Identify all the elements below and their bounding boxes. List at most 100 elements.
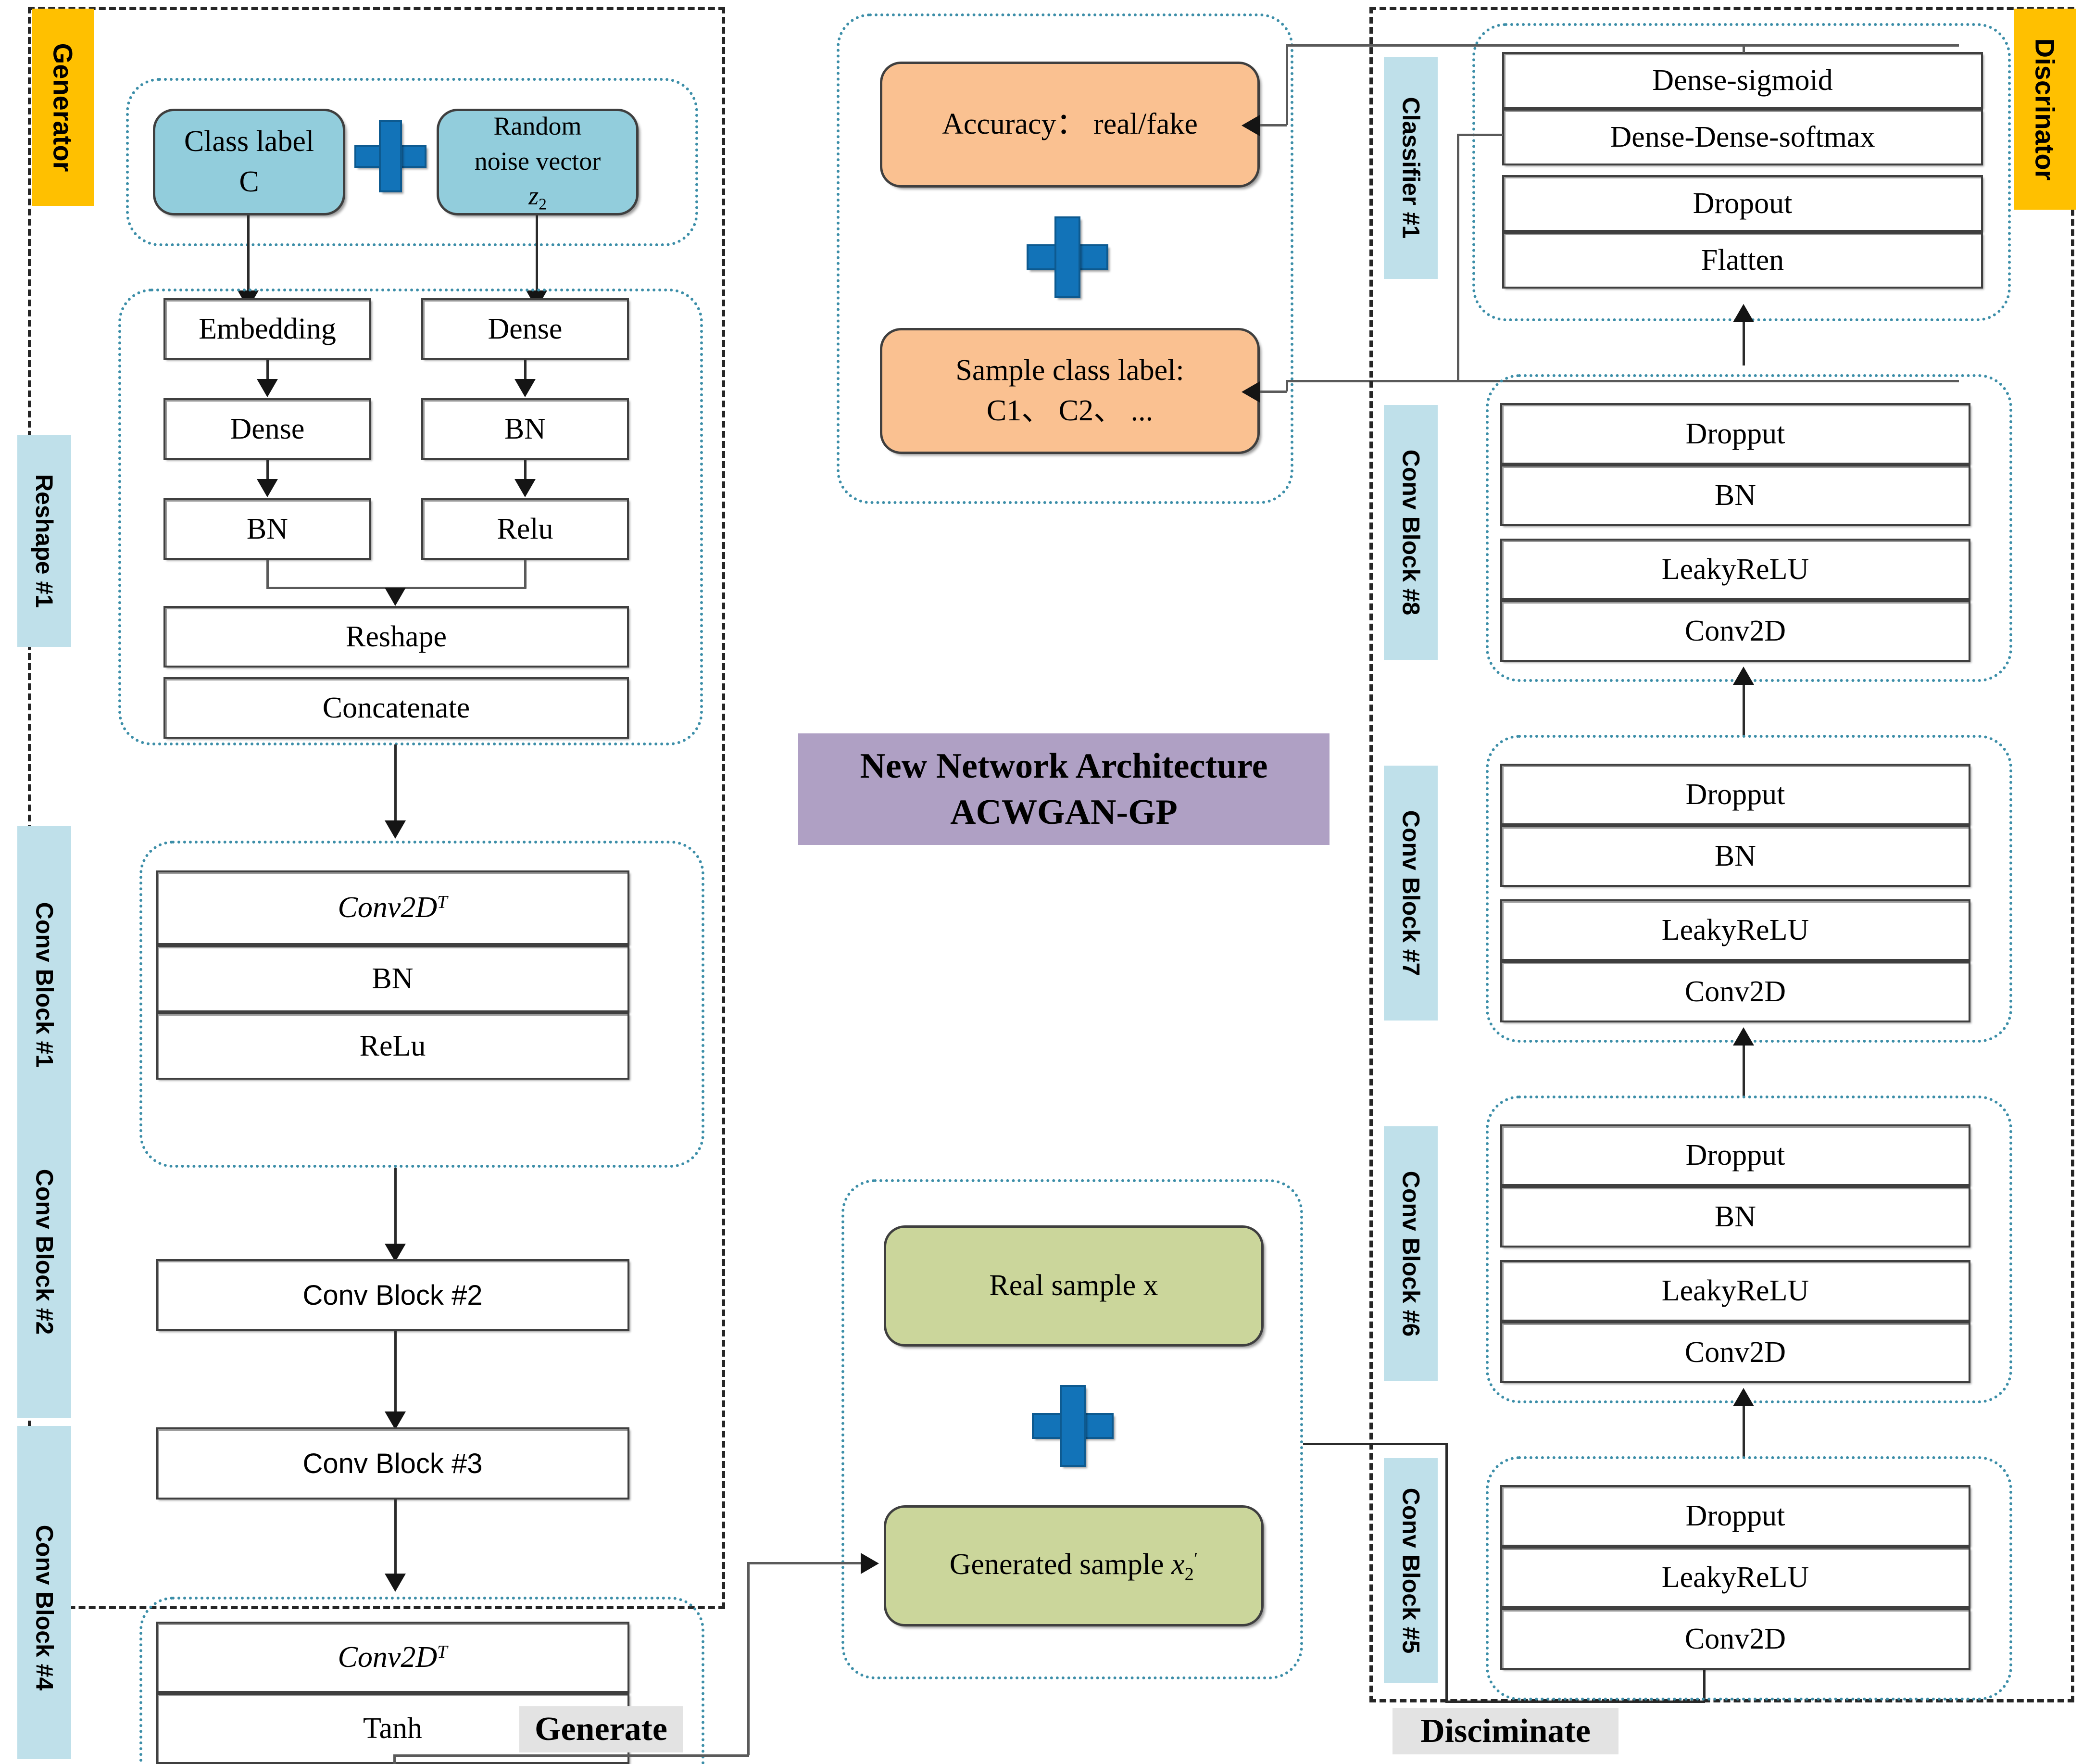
generator-boundary [28, 7, 725, 1609]
classifier-tag: Classifier #1 [1384, 57, 1438, 279]
output-group [837, 13, 1293, 504]
layer-bn-cb1: BN [156, 945, 629, 1012]
layer-relu-right: Relu [421, 498, 629, 560]
conv-block-7-tag-label: Conv Block #7 [1397, 810, 1424, 976]
generated-sample-node: Generated sample x2′ [884, 1505, 1264, 1626]
layer-conv-block-3: Conv Block #3 [156, 1427, 629, 1499]
sample-group [841, 1179, 1303, 1679]
connector-samples-to-disc-h [1303, 1443, 1447, 1445]
sample-plus-icon [1032, 1385, 1114, 1467]
arrow-into-accuracy [1242, 115, 1260, 136]
conv-block-2-tag-label: Conv Block #2 [31, 1169, 58, 1335]
connector-softmax-tap-h [1457, 134, 1503, 136]
connector-cb2-to-cb3 [394, 1331, 397, 1418]
conv-block-4-tag-label: Conv Block #4 [31, 1525, 58, 1691]
connector-softmax-down-v [1286, 380, 1288, 391]
connector-softmax-tap-v [1457, 134, 1459, 380]
layer-dropout-classifier: Dropout [1502, 175, 1983, 232]
connector-noise-to-dense [536, 215, 538, 296]
layer-bn-cb7: BN [1500, 825, 1970, 887]
arrow-dense-bn-right [514, 379, 536, 397]
layer-dense-right: Dense [421, 298, 629, 360]
noise-line1: Random [493, 111, 582, 140]
layer-dense-left: Dense [163, 398, 371, 460]
connector-dense-bn-left [266, 460, 269, 483]
arrow-dense-bn-left [257, 479, 278, 497]
arrow-cb1-to-cb2 [385, 1244, 406, 1262]
layer-conv2dt-cb4: Conv2DT [156, 1622, 629, 1693]
conv-block-5-tag: Conv Block #5 [1384, 1458, 1438, 1683]
sample-class-label-node: Sample class label: C1、 C2、 ... [880, 328, 1260, 454]
connector-cb1-to-cb2 [394, 1168, 397, 1249]
layer-bn-right: BN [421, 398, 629, 460]
connector-bn-relu-right [524, 460, 527, 483]
conv-block-6-tag: Conv Block #6 [1384, 1126, 1438, 1381]
conv-block-8-tag-label: Conv Block #8 [1397, 449, 1424, 616]
connector-cb3-to-cb4 [394, 1499, 397, 1580]
connector-sigmoid-top-h [1286, 44, 1959, 47]
connector-tanh-out-v [393, 1754, 396, 1764]
layer-relu-cb1: ReLu [156, 1012, 629, 1080]
layer-flatten: Flatten [1502, 232, 1983, 289]
layer-leakyrelu-cb7: LeakyReLU [1500, 899, 1970, 961]
class-label-node: Class label C [153, 109, 345, 215]
layer-leakyrelu-cb5: LeakyReLU [1500, 1547, 1970, 1608]
connector-bn-merge-left [266, 560, 269, 589]
conv-block-5-group [1486, 1456, 2012, 1701]
layer-conv2dt-cb4-label: Conv2D [338, 1640, 438, 1674]
layer-conv-block-2: Conv Block #2 [156, 1259, 629, 1331]
connector-embedding-dense [266, 360, 269, 383]
connector-relu-merge-right [524, 560, 527, 589]
real-sample-label: Real sample x [989, 1269, 1158, 1302]
class-label-line1: Class label [184, 125, 314, 158]
arrow-cb2-to-cb3 [385, 1411, 406, 1430]
connector-cb6-to-cb7 [1743, 1044, 1745, 1096]
noise-vector-node: Random noise vector z2 [437, 109, 639, 215]
conv-block-5-tag-label: Conv Block #5 [1397, 1487, 1424, 1654]
layer-conv2d-cb6: Conv2D [1500, 1322, 1970, 1383]
reshape-group-tag-label: Reshape #1 [31, 474, 58, 608]
accuracy-node: Accuracy： real/fake [880, 62, 1260, 188]
layer-conv2d-cb5: Conv2D [1500, 1608, 1970, 1670]
conv-block-1-tag-label: Conv Block #1 [31, 902, 58, 1068]
accuracy-label: Accuracy： real/fake [942, 108, 1198, 141]
arrow-cb5-to-cb6 [1733, 1388, 1754, 1406]
real-sample-node: Real sample x [884, 1225, 1264, 1347]
layer-dense-sigmoid: Dense-sigmoid [1502, 52, 1983, 109]
discriminator-tag: Discrinator [2014, 9, 2076, 210]
input-plus-icon [354, 120, 427, 192]
connector-to-gensample-v [747, 1562, 750, 1755]
layer-bn-cb8: BN [1500, 465, 1970, 526]
arrow-into-sample-label [1242, 381, 1260, 403]
output-plus-icon [1027, 216, 1108, 298]
arrow-merge-to-reshape [385, 588, 406, 606]
conv-block-2-tag: Conv Block #2 [17, 1086, 71, 1418]
layer-embedding: Embedding [163, 298, 371, 360]
conv-block-6-tag-label: Conv Block #6 [1397, 1171, 1424, 1337]
connector-samples-to-disc-v [1445, 1443, 1448, 1702]
layer-conv2d-cb8: Conv2D [1500, 600, 1970, 662]
arrow-cb8-to-classifier [1733, 304, 1754, 322]
noise-line2: noise vector [474, 146, 601, 176]
conv-block-4-tag: Conv Block #4 [17, 1456, 71, 1759]
arrow-cb6-to-cb7 [1733, 1027, 1754, 1046]
connector-sigmoid-down-v [1286, 44, 1288, 125]
arrow-cb7-to-cb8 [1733, 667, 1754, 685]
layer-leakyrelu-cb8: LeakyReLU [1500, 539, 1970, 600]
generator-input-group [126, 78, 698, 246]
layer-concatenate: Concatenate [163, 677, 629, 739]
arrow-embedding-dense [257, 379, 278, 397]
layer-conv2dt-cb1-label: Conv2D [338, 891, 438, 924]
arrow-bn-relu-right [514, 479, 536, 497]
generate-caption: Generate [519, 1706, 683, 1752]
generator-tag: Generator [32, 9, 94, 206]
arrow-into-generated-sample [861, 1553, 879, 1574]
connector-sigmoid-to-accuracy [1260, 124, 1287, 126]
layer-dropput-cb6: Dropput [1500, 1124, 1970, 1186]
discriminator-tag-label: Discrinator [2030, 38, 2060, 180]
layer-leakyrelu-cb6: LeakyReLU [1500, 1260, 1970, 1322]
reshape-group [118, 289, 703, 745]
layer-conv2dt-cb1-superscript: T [437, 892, 448, 912]
generator-tag-label: Generator [48, 43, 78, 172]
conv-block-8-tag: Conv Block #8 [1384, 405, 1438, 660]
